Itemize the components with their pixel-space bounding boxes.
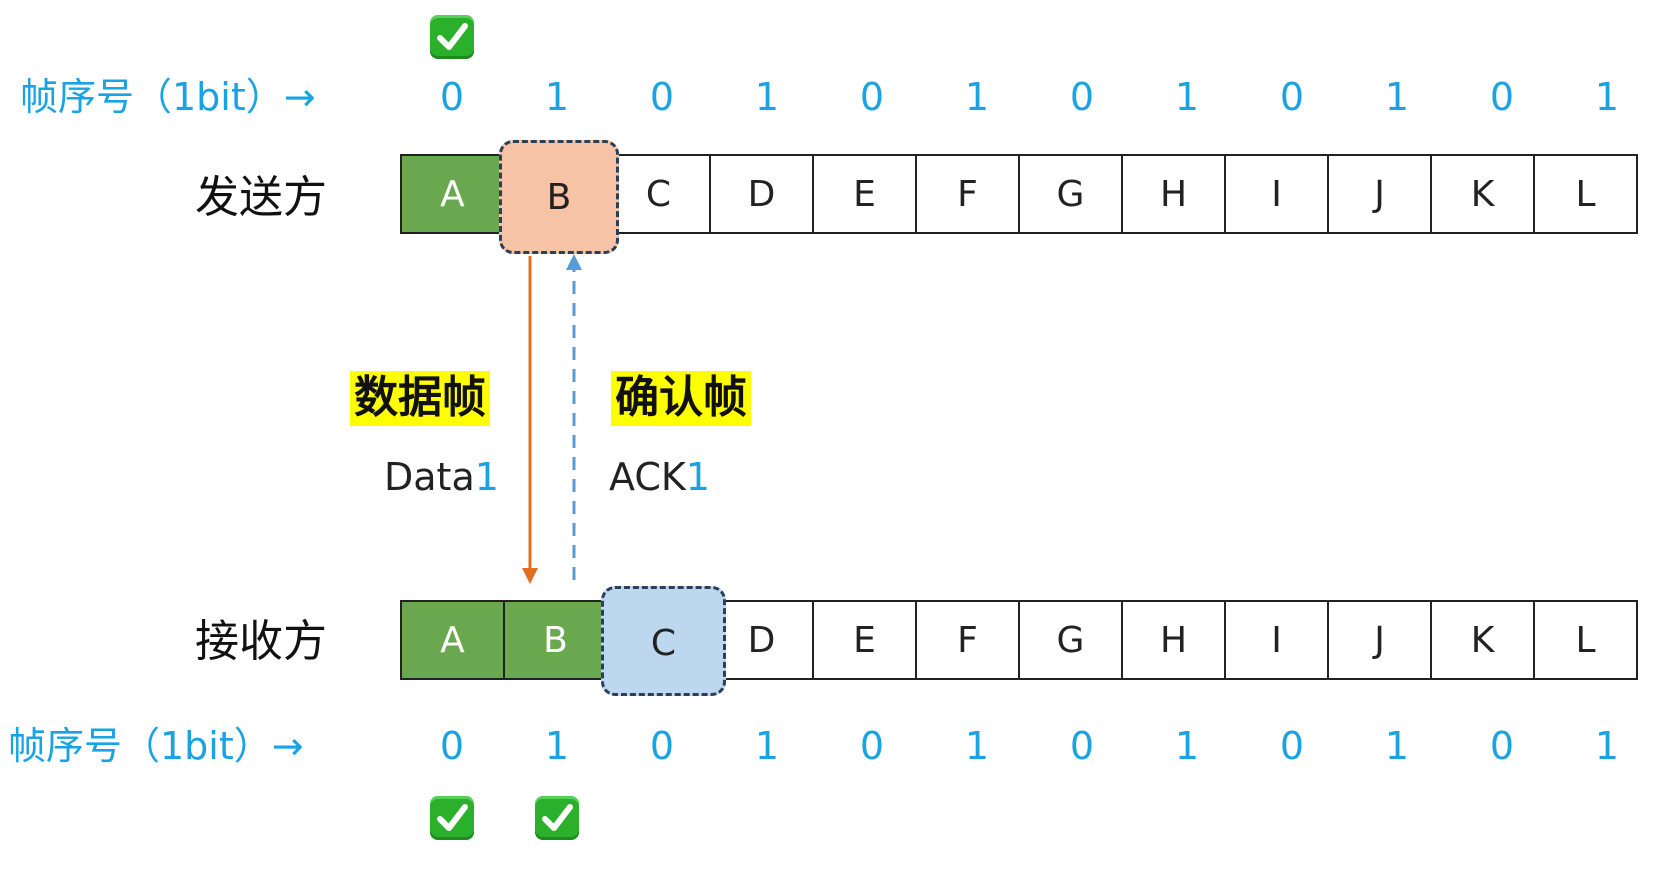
ack-frame-title: 确认帧 xyxy=(611,371,751,426)
sender-frame-cell: I xyxy=(1224,154,1329,234)
sender-frame-cell: E xyxy=(812,154,917,234)
data-frame-seq: 1 xyxy=(474,455,499,499)
receiver-frame-cell: B xyxy=(503,600,608,680)
receiver-frame-cell: J xyxy=(1327,600,1432,680)
sender-frame-cell: C xyxy=(606,154,711,234)
sequence-number: 1 xyxy=(1594,75,1620,119)
sequence-number: 0 xyxy=(1279,75,1305,119)
sequence-number: 0 xyxy=(1489,724,1515,768)
sequence-number: 1 xyxy=(544,75,570,119)
receiver-frame-cell: K xyxy=(1430,600,1535,680)
ack-frame-name: ACK1 xyxy=(609,455,710,499)
receiver-frame-cell: I xyxy=(1224,600,1329,680)
sequence-number: 1 xyxy=(754,75,780,119)
sequence-number: 1 xyxy=(1594,724,1620,768)
sequence-number: 1 xyxy=(1174,75,1200,119)
sequence-number: 1 xyxy=(964,75,990,119)
sequence-number: 0 xyxy=(439,75,465,119)
receiver-window-frame: C xyxy=(650,623,677,664)
sequence-number: 1 xyxy=(1174,724,1200,768)
sender-frame-cell: L xyxy=(1533,154,1638,234)
sender-window xyxy=(499,140,619,254)
receiver-frame-cell: E xyxy=(812,600,917,680)
sequence-number: 0 xyxy=(1069,75,1095,119)
sequence-number: 1 xyxy=(754,724,780,768)
receiver-label: 接收方 xyxy=(195,616,327,667)
sender-window-frame: B xyxy=(546,177,572,218)
receiver-frame-cell: F xyxy=(915,600,1020,680)
receiver-frame-cell: L xyxy=(1533,600,1638,680)
sender-frame-cell: H xyxy=(1121,154,1226,234)
data-frame-name: Data1 xyxy=(384,455,499,499)
ack-frame-seq: 1 xyxy=(685,455,710,499)
sequence-number: 1 xyxy=(544,724,570,768)
sender-frame-cell: G xyxy=(1018,154,1123,234)
sequence-number: 1 xyxy=(964,724,990,768)
sender-frame-cell: J xyxy=(1327,154,1432,234)
check-mark-icon xyxy=(535,796,579,840)
sequence-number: 1 xyxy=(1384,75,1410,119)
sequence-number: 0 xyxy=(1489,75,1515,119)
sequence-number: 0 xyxy=(1279,724,1305,768)
sequence-number: 0 xyxy=(439,724,465,768)
sequence-number: 0 xyxy=(859,724,885,768)
receiver-frame-cell: H xyxy=(1121,600,1226,680)
data-frame-title: 数据帧 xyxy=(350,371,490,426)
sender-frame-cell: A xyxy=(400,154,505,234)
sequence-number: 0 xyxy=(649,724,675,768)
sender-label: 发送方 xyxy=(195,172,327,223)
receiver-frame-cell: A xyxy=(400,600,505,680)
sender-frame-cell: K xyxy=(1430,154,1535,234)
sender-frame-cell: F xyxy=(915,154,1020,234)
sequence-number: 0 xyxy=(859,75,885,119)
sequence-number: 0 xyxy=(649,75,675,119)
sender-frame-cell: D xyxy=(709,154,814,234)
sequence-label-top: 帧序号（1bit）→ xyxy=(20,75,316,119)
sequence-number: 0 xyxy=(1069,724,1095,768)
sequence-number: 1 xyxy=(1384,724,1410,768)
receiver-frame-cell: G xyxy=(1018,600,1123,680)
receiver-frame-cell: D xyxy=(709,600,814,680)
data-frame-arrowhead xyxy=(522,568,538,584)
check-mark-icon xyxy=(430,15,474,59)
ack-frame-arrowhead xyxy=(566,254,582,270)
sequence-label-bottom: 帧序号（1bit）→ xyxy=(8,724,304,768)
receiver-window xyxy=(601,586,726,696)
check-mark-icon xyxy=(430,796,474,840)
